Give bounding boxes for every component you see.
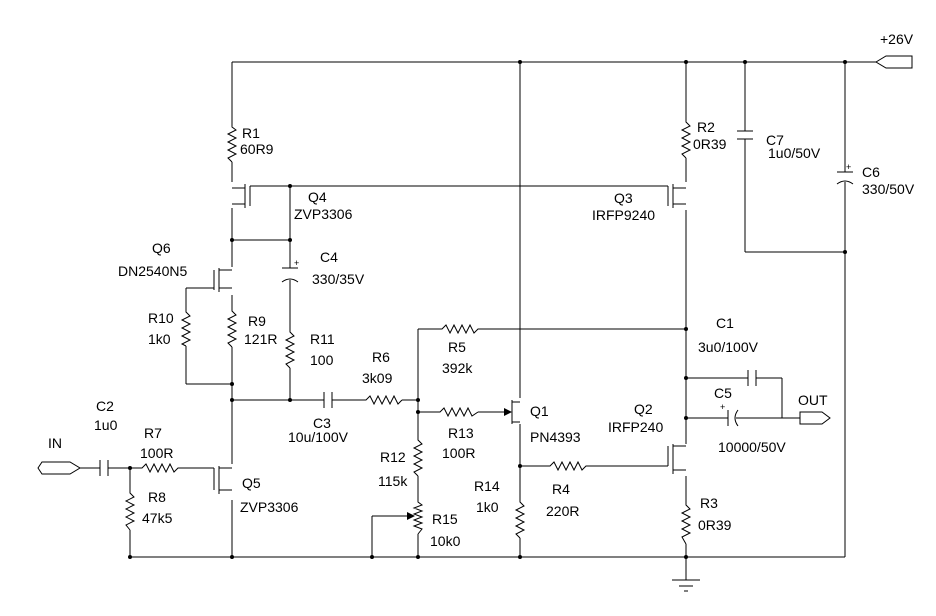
r2-value: 0R39: [693, 136, 727, 152]
supply-terminal-icon: [875, 55, 913, 69]
r5-value: 392k: [442, 360, 473, 376]
q6-ref: Q6: [152, 240, 171, 256]
mosfet-q2: [667, 444, 686, 474]
capacitor-c1: [747, 370, 757, 386]
output-label: OUT: [798, 392, 828, 408]
r13-ref: R13: [448, 425, 474, 441]
resistor-r1: [226, 122, 238, 163]
q5-value: ZVP3306: [240, 499, 299, 515]
resistor-r15: [412, 500, 424, 535]
resistor-r4: [546, 460, 590, 472]
q3-ref: Q3: [614, 190, 633, 206]
q4-ref: Q4: [308, 189, 327, 205]
r4-value: 220R: [546, 503, 579, 519]
r3-value: 0R39: [698, 517, 732, 533]
svg-text:+: +: [720, 402, 725, 412]
r12-value: 115k: [378, 473, 408, 489]
c6-value: 330/50V: [862, 181, 915, 197]
jfet-q1: [504, 400, 520, 424]
r15-value: 10k0: [430, 533, 461, 549]
c4-value: 330/35V: [312, 271, 365, 287]
q2-value: IRFP240: [608, 419, 663, 435]
resistor-r13: [436, 406, 479, 418]
resistor-r7: [138, 462, 182, 474]
c5-value: 10000/50V: [718, 439, 786, 455]
r12-ref: R12: [380, 449, 406, 465]
c3-value: 10u/100V: [288, 429, 349, 445]
resistor-r11: [284, 328, 296, 369]
r14-value: 1k0: [476, 499, 499, 515]
q3-value: IRFP9240: [592, 207, 655, 223]
q2-ref: Q2: [634, 401, 653, 417]
r14-ref: R14: [474, 478, 500, 494]
r7-value: 100R: [140, 445, 173, 461]
c6-ref: C6: [862, 164, 880, 180]
r11-ref: R11: [310, 331, 335, 347]
q4-value: ZVP3306: [294, 206, 353, 222]
resistor-r3: [680, 500, 692, 545]
r1-ref: R1: [242, 125, 260, 141]
q6-value: DN2540N5: [118, 263, 187, 279]
svg-text:+: +: [846, 162, 851, 172]
wires: [80, 61, 876, 580]
q1-value: PN4393: [530, 429, 581, 445]
input-terminal-icon: [37, 461, 81, 475]
r3-ref: R3: [700, 495, 718, 511]
c2-ref: C2: [96, 398, 114, 414]
r10-ref: R10: [148, 310, 174, 326]
c2-value: 1u0: [94, 417, 118, 433]
r13-value: 100R: [442, 445, 475, 461]
c5-ref: C5: [714, 385, 732, 401]
potentiometer-wiper-arrow-icon: [407, 512, 415, 520]
c7-value: 1u0/50V: [768, 145, 821, 161]
mosfet-q3: [667, 184, 686, 208]
r8-ref: R8: [148, 489, 166, 505]
r4-ref: R4: [552, 481, 570, 497]
capacitor-c6: +: [836, 162, 854, 185]
capacitor-c3: [323, 392, 333, 408]
output-terminal-icon: [799, 411, 831, 425]
mosfet-q4: [232, 184, 251, 208]
c3-ref: C3: [313, 415, 331, 431]
q5-ref: Q5: [242, 475, 261, 491]
capacitor-c7: [737, 130, 753, 140]
mosfet-q6: [213, 268, 232, 292]
resistor-r8: [124, 488, 136, 531]
r5-ref: R5: [448, 339, 466, 355]
r2-ref: R2: [697, 119, 715, 135]
capacitor-c4: +: [281, 258, 299, 283]
r6-value: 3k09: [362, 370, 393, 386]
supply-label: +26V: [880, 31, 914, 47]
r6-ref: R6: [372, 349, 390, 365]
r15-ref: R15: [432, 511, 458, 527]
r1-value: 60R9: [240, 141, 274, 157]
r10-value: 1k0: [148, 331, 171, 347]
capacitor-c5: +: [720, 402, 739, 427]
c7-ref: C7: [766, 132, 784, 148]
r9-value: 121R: [244, 331, 277, 347]
resistor-r6: [362, 394, 403, 406]
r7-ref: R7: [144, 425, 162, 441]
junction-dots: [128, 60, 847, 559]
r9-ref: R9: [248, 313, 266, 329]
c1-ref: C1: [716, 315, 734, 331]
resistor-r14: [514, 498, 526, 539]
input-label: IN: [48, 435, 62, 451]
resistor-r12: [412, 436, 424, 477]
r8-value: 47k5: [142, 510, 173, 526]
c4-ref: C4: [320, 249, 338, 265]
r11-value: 100: [310, 352, 334, 368]
c1-value: 3u0/100V: [698, 339, 759, 355]
mosfet-q5: [213, 466, 232, 494]
svg-text:+: +: [294, 258, 299, 268]
resistor-r9: [226, 307, 238, 348]
resistor-r2: [680, 118, 692, 159]
resistor-r10: [180, 308, 192, 347]
resistor-r5: [438, 323, 482, 335]
ground-symbol-icon: [672, 579, 700, 592]
q1-ref: Q1: [530, 403, 549, 419]
capacitor-c2: [99, 460, 109, 476]
